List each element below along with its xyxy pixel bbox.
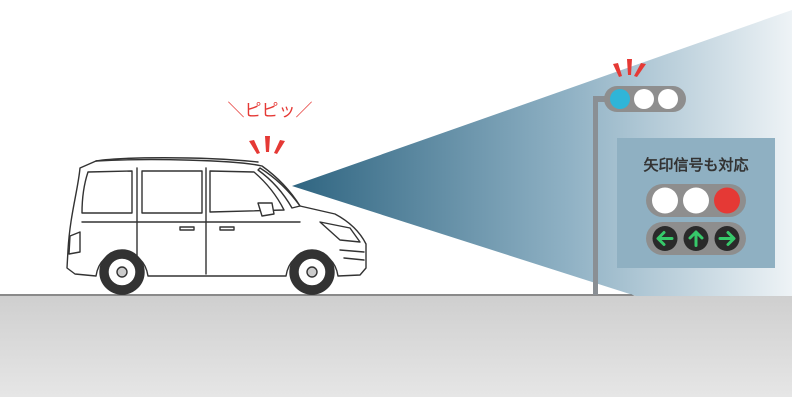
traffic-light-lamp-blue (610, 89, 630, 109)
right-arrow-icon (714, 226, 740, 251)
car-headlight (319, 221, 361, 243)
car (66, 157, 367, 295)
car-grille (339, 249, 365, 261)
car-rear-window (81, 170, 133, 214)
arrow-signal-title: 矢印信号も対応 (643, 156, 748, 174)
car-side-window (141, 170, 203, 214)
car-mirror (257, 202, 275, 217)
traffic-light (604, 86, 686, 112)
road (0, 296, 792, 397)
car-tail-light (68, 231, 81, 255)
traffic-light-lamp-white (634, 89, 654, 109)
panel-lamp-red (714, 187, 740, 214)
car-roof-line (95, 157, 259, 163)
car-front-window (209, 170, 285, 213)
car-windshield (257, 167, 301, 209)
car-front-wheel (289, 249, 335, 295)
panel-lamp-white (652, 187, 678, 214)
signal-arm (593, 96, 605, 102)
car-door-handle (179, 226, 195, 231)
left-arrow-icon (652, 226, 678, 251)
car-rear-wheel (99, 249, 145, 295)
car-door-handle (219, 226, 235, 231)
signal-pole (593, 96, 598, 295)
car-alert-icon (249, 136, 285, 154)
panel-lamp-white (683, 187, 709, 214)
signal-alert-icon (613, 59, 646, 77)
traffic-light-lamp-white (658, 89, 678, 109)
up-arrow-icon (683, 226, 709, 251)
arrow-signal-panel: 矢印信号も対応 (617, 138, 775, 268)
beep-sound-text: ＼ピピッ／ (228, 101, 313, 121)
